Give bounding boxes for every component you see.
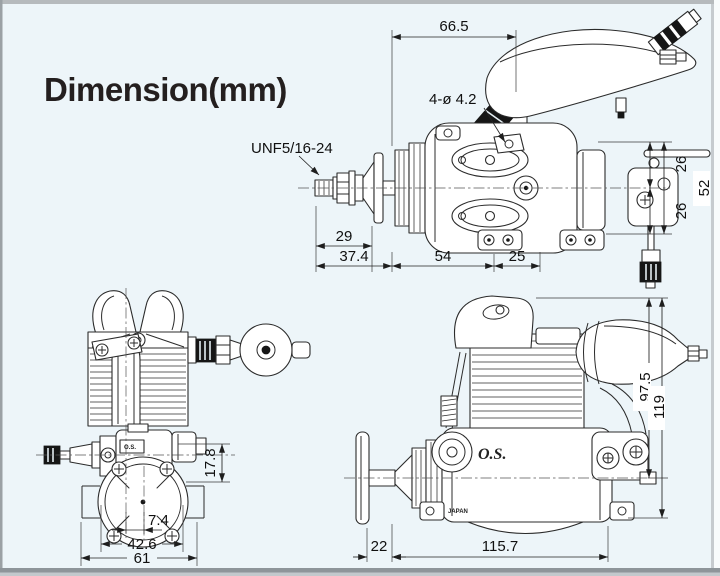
os-box-logo: O.S. <box>124 445 136 451</box>
mount-foot <box>559 229 605 251</box>
side-view-dimensions: 97.5 119 22 115.7 <box>353 297 668 562</box>
dim-label-beam-upper: 26 <box>673 156 690 173</box>
needle-stem <box>647 225 655 251</box>
frame-bottom <box>0 568 720 573</box>
outlet-stub <box>675 52 687 62</box>
top-view-dimensions: 17.8 7.4 42.6 61 <box>80 443 230 567</box>
frame-left <box>0 0 3 576</box>
frame-right <box>711 4 714 570</box>
cover-screw <box>495 305 505 315</box>
intake-stack <box>92 290 137 335</box>
dim-label-beam-lower: 26 <box>673 203 690 220</box>
carb-nut <box>215 335 231 365</box>
muffler-tip-stub <box>698 349 708 359</box>
dim-label-total-length: 115.7 <box>482 538 518 555</box>
mounting-lug <box>493 133 525 154</box>
backplate-screws <box>106 461 180 544</box>
intake-elbow <box>599 387 633 435</box>
case-boss <box>127 423 149 433</box>
muffler <box>485 28 697 119</box>
pressure-nipple <box>615 97 627 113</box>
intake-stack <box>139 290 184 335</box>
dim-label-hole-span: 42.6 <box>127 536 156 553</box>
dim-label-mount-holes: 4-ø 4.2 <box>429 91 477 108</box>
needle-hex <box>641 249 661 263</box>
dim-label-head-height: 17.8 <box>202 448 219 477</box>
rear-cover <box>576 149 606 231</box>
os-script-logo: O.S. <box>478 446 506 463</box>
mount-foot <box>419 501 445 521</box>
valve-cover <box>454 295 534 349</box>
dim-label-muffler-width: 66.5 <box>439 18 468 35</box>
exhaust-flange <box>535 327 581 345</box>
dim-label-axis-offset: 7.4 <box>148 512 169 529</box>
needle-tip <box>645 281 656 289</box>
frame-right-margin <box>714 0 720 576</box>
page-title: Dimension(mm) <box>44 71 287 108</box>
front-view <box>298 8 711 289</box>
dim-label-shaft-front: 37.4 <box>339 248 368 265</box>
intake-spring <box>440 395 458 427</box>
top-view: O.S. <box>36 288 311 548</box>
dim-label-beam-total: 52 <box>696 180 713 197</box>
cover-screw <box>484 154 496 166</box>
mount-foot <box>477 229 523 251</box>
dim-label-washer-face: 29 <box>336 228 353 245</box>
front-view-dimensions: 66.5 4-ø 4.2 UNF5/16-24 29 37.4 54 25 26… <box>251 18 713 272</box>
throttle-lever <box>643 149 711 158</box>
cover-screw <box>484 210 496 222</box>
mount-foot <box>609 501 635 521</box>
dim-label-total-height: 119 <box>651 395 668 419</box>
carb-spring <box>195 338 217 363</box>
frame-top <box>0 0 720 4</box>
dim-label-washer-depth: 22 <box>371 538 388 555</box>
japan-marking: JAPAN <box>448 509 468 515</box>
dim-label-crank-thread: UNF5/16-24 <box>251 140 333 157</box>
carb-outlet <box>291 341 311 359</box>
backplate-vanes <box>115 474 171 530</box>
frame-bottom-shadow <box>0 572 720 576</box>
sump-bulge <box>467 521 584 534</box>
dim-label-flange-width: 61 <box>134 550 151 567</box>
dim-label-case-rear: 25 <box>509 248 526 265</box>
lever-pivot <box>648 157 660 169</box>
exhaust-outlet-icon <box>647 8 702 56</box>
muffler-seam <box>499 43 675 63</box>
mounting-lug <box>435 125 461 141</box>
outlet-nut <box>659 49 677 65</box>
dim-label-case-front: 54 <box>435 248 452 265</box>
fitting-stub <box>195 437 207 455</box>
intake-venturi <box>431 431 473 473</box>
rocker-fitting <box>171 431 197 463</box>
muffler-tip-nut <box>687 345 700 362</box>
carb-neck <box>187 336 197 364</box>
